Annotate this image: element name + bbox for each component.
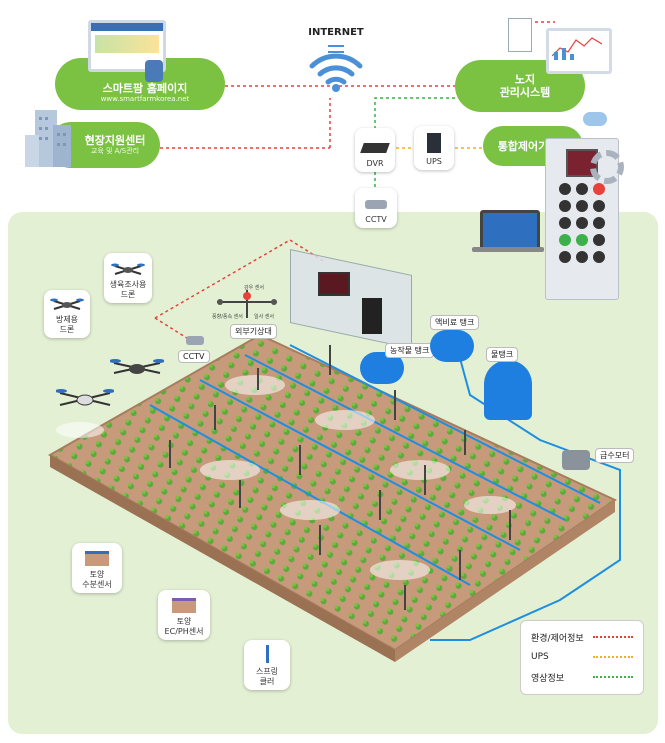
soil-moisture-label: 토양 수분센서 bbox=[82, 570, 112, 589]
spray-drone-card: 방제용 드론 bbox=[44, 290, 90, 338]
pump-label: 급수모터 bbox=[595, 448, 635, 463]
weather-sensor-wind: 풍향/풍속 센서 bbox=[212, 314, 243, 320]
homepage-pill: 스마트팜 홈페이지 www.smartfarmkorea.net bbox=[70, 78, 220, 108]
soil-moisture-card: 토양 수분센서 bbox=[72, 543, 122, 593]
liquid-tank-icon bbox=[430, 330, 474, 362]
support-center-subtitle: 교육 및 A/S관리 bbox=[90, 147, 140, 155]
legend-item-control: 환경/제어정보 bbox=[531, 627, 633, 647]
gear-icon bbox=[590, 150, 624, 184]
ups-box: UPS bbox=[414, 126, 454, 170]
water-tank-label: 물탱크 bbox=[486, 347, 519, 362]
nutrient-tank-label: 농작물 탱크 bbox=[385, 343, 435, 358]
weather-station-icon bbox=[217, 290, 277, 318]
legend-line-orange bbox=[593, 656, 633, 658]
homepage-title: 스마트팜 홈페이지 bbox=[102, 82, 188, 95]
homepage-url: www.smartfarmkorea.net bbox=[100, 95, 190, 103]
sprinkler-label: 스프링 클러 bbox=[255, 667, 279, 686]
field-cctv-icon bbox=[186, 336, 204, 345]
survey-drone-card: 생육조사용 드론 bbox=[104, 253, 152, 303]
dvr-label: DVR bbox=[366, 159, 384, 168]
support-center-title: 현장지원센터 bbox=[84, 134, 146, 147]
internet-label: INTERNET bbox=[308, 27, 364, 38]
support-center-pill: 현장지원센터 교육 및 A/S관리 bbox=[70, 128, 160, 162]
legend-label: 영상정보 bbox=[531, 673, 565, 684]
sprinkler-card: 스프링 클러 bbox=[244, 640, 290, 690]
report-document-icon bbox=[508, 18, 532, 52]
legend: 환경/제어정보 UPS 영상정보 bbox=[520, 620, 644, 695]
controller-pill: 통합제어기 bbox=[483, 126, 563, 166]
legend-item-ups: UPS bbox=[531, 647, 633, 667]
controller-title: 통합제어기 bbox=[497, 139, 549, 153]
legend-item-video: 영상정보 bbox=[531, 667, 633, 687]
control-room-server-icon bbox=[362, 298, 382, 334]
dvr-box: DVR bbox=[355, 128, 395, 172]
building-icon bbox=[25, 110, 71, 167]
laptop-base bbox=[472, 247, 544, 252]
remote-system-title: 노지 관리시스템 bbox=[499, 73, 551, 99]
water-tank-icon bbox=[484, 360, 532, 420]
remote-monitor-icon bbox=[546, 28, 612, 74]
drone-icon bbox=[50, 298, 84, 310]
drone-icon bbox=[111, 263, 145, 275]
weather-sensor-solar: 일사 센서 bbox=[254, 314, 274, 320]
chart-display-icon bbox=[552, 37, 602, 60]
soil-ec-card: 토양 EC/PH센서 bbox=[158, 590, 210, 640]
field-cctv-label: CCTV bbox=[178, 350, 210, 363]
legend-line-red bbox=[593, 636, 633, 638]
ups-icon bbox=[427, 133, 441, 153]
sprinkler-icon bbox=[265, 645, 269, 663]
survey-drone-label: 생육조사용 드론 bbox=[109, 280, 147, 299]
liquid-tank-label: 액비료 탱크 bbox=[430, 315, 480, 330]
pump-icon bbox=[562, 450, 590, 470]
cctv-box: CCTV bbox=[355, 188, 397, 228]
cloud-icon bbox=[583, 112, 607, 126]
wifi-icon bbox=[309, 45, 363, 92]
soil-ec-sensor-icon bbox=[172, 598, 196, 613]
legend-label: 환경/제어정보 bbox=[531, 633, 584, 644]
legend-line-green bbox=[593, 676, 633, 678]
ups-label: UPS bbox=[426, 157, 442, 166]
spray-drone-label: 방제용 드론 bbox=[55, 315, 79, 334]
control-room-monitor-icon bbox=[318, 272, 350, 296]
weather-station-label: 외부기상대 bbox=[230, 324, 277, 339]
server-stack-icon bbox=[145, 60, 163, 82]
controller-knobs bbox=[546, 183, 618, 263]
remote-system-pill: 노지 관리시스템 bbox=[480, 68, 570, 104]
legend-label: UPS bbox=[531, 652, 549, 662]
cctv-label: CCTV bbox=[365, 215, 387, 224]
soil-ec-label: 토양 EC/PH센서 bbox=[164, 617, 204, 636]
cctv-camera-icon bbox=[365, 200, 387, 209]
flying-drone-icon bbox=[110, 359, 164, 374]
weather-sensor-rain: 강우 센서 bbox=[244, 285, 264, 291]
soil-moisture-sensor-icon bbox=[85, 551, 109, 566]
flying-drone-icon bbox=[56, 389, 114, 406]
